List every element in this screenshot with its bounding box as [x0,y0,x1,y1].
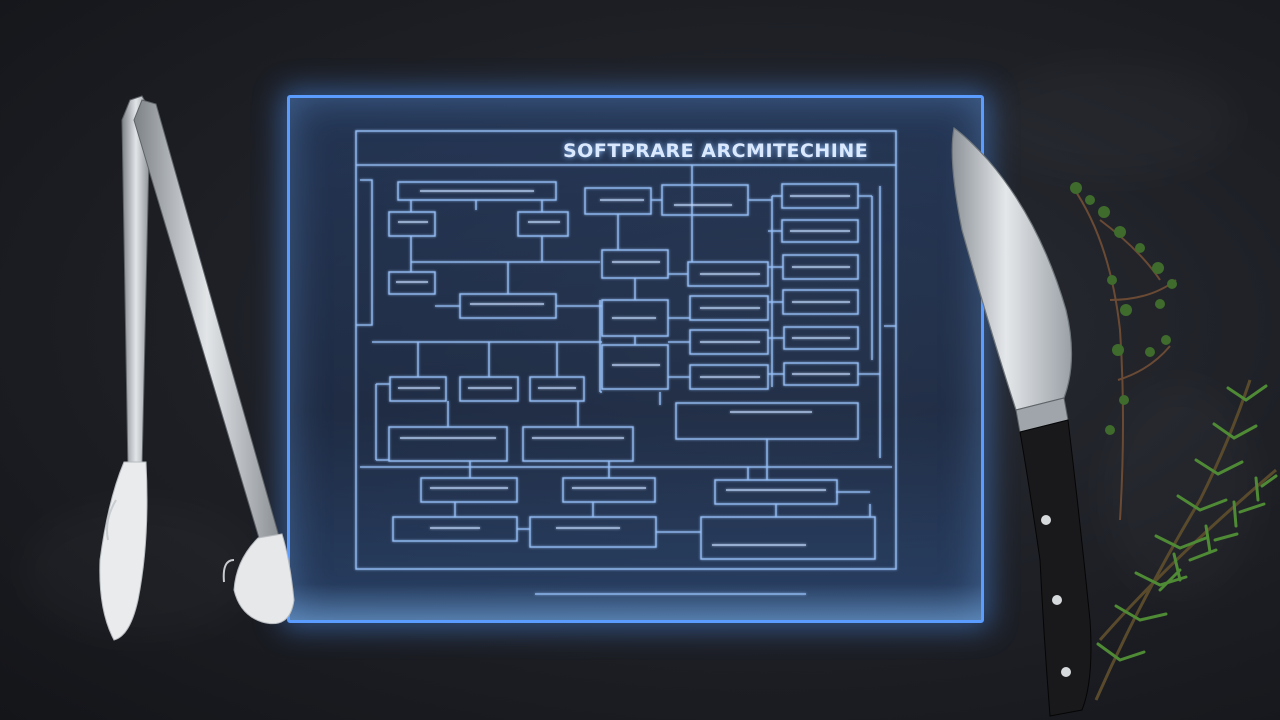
slate-texture [980,60,1240,180]
slate-texture [1100,380,1260,600]
glowing-glass-panel [287,95,984,623]
diagram-title: SOFTPRARE ARCMITECHINE [563,140,869,162]
slate-texture [20,500,260,640]
